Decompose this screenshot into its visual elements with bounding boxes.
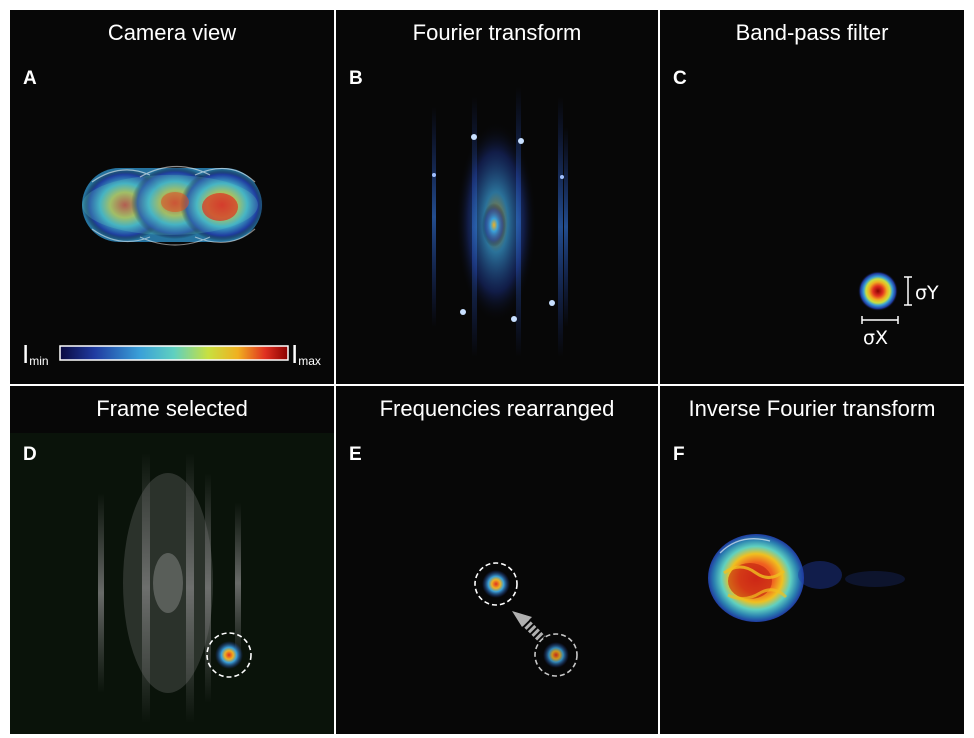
panel-c: Band-pass filter [660, 10, 964, 384]
panel-e-image [336, 433, 658, 734]
fourier-spectrum [432, 87, 568, 357]
selection-circle [206, 632, 252, 678]
panel-c-image: σY σX [660, 57, 964, 384]
panel-b-title: Fourier transform [412, 20, 582, 45]
panel-f: Inverse Fourier transform [660, 386, 964, 734]
grey-spectrum [98, 453, 241, 723]
panel-c-letter: C [673, 68, 687, 89]
sigma-y-bracket [904, 276, 912, 306]
origin-spot [543, 642, 569, 668]
panel-b-image [336, 57, 658, 384]
colorbar-max-label: Imax [291, 339, 321, 369]
centered-spot [482, 570, 510, 598]
panel-d: Frame selected [10, 386, 334, 734]
sigma-x-bracket [861, 316, 899, 324]
panel-d-title: Frame selected [10, 386, 334, 433]
panel-b-letter: B [349, 68, 363, 89]
panel-a-image: Imin Imax [10, 57, 334, 384]
panel-e-letter: E [349, 444, 362, 465]
panel-f-image [660, 433, 964, 734]
panel-b: Fourier transform [336, 10, 658, 384]
panel-d-letter: D [23, 444, 37, 465]
band-pass-gaussian [858, 271, 898, 311]
reconstructed-frame [708, 534, 905, 622]
panel-a-title: Camera view [107, 20, 237, 45]
panel-f-letter: F [673, 444, 685, 465]
sigma-y-label: σY [915, 282, 939, 304]
panel-a: Camera view [10, 10, 334, 384]
panel-e: Frequencies rearranged E [336, 386, 658, 734]
overlapped-frames [82, 165, 264, 246]
panel-e-title: Frequencies rearranged [379, 396, 615, 421]
panel-d-image [10, 433, 334, 734]
selected-frame-spot [215, 641, 243, 669]
rearrange-arrow [512, 611, 546, 643]
panel-f-title: Inverse Fourier transform [688, 396, 936, 421]
panel-a-letter: A [23, 68, 37, 89]
sigma-x-label: σX [863, 327, 888, 349]
colorbar-min-label: Imin [22, 339, 49, 369]
panel-c-title: Band-pass filter [735, 20, 889, 45]
origin-circle [534, 633, 578, 677]
centered-circle [474, 562, 518, 606]
colorbar [59, 345, 289, 361]
